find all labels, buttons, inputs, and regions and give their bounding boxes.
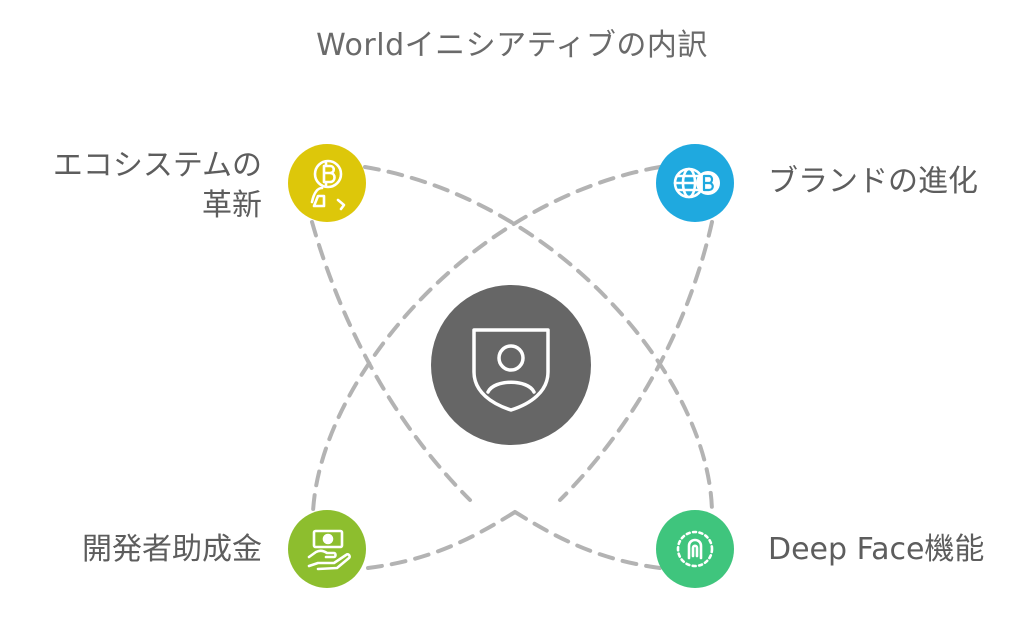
diagram-title: Worldイニシアティブの内訳: [316, 28, 708, 63]
connector-face-to-center: [513, 510, 662, 570]
connector-lines: [310, 165, 714, 570]
connector-brand-to-face: [558, 220, 714, 502]
bitcoin-icon: [696, 171, 720, 195]
label-brand-line-1: ブランドの進化: [768, 164, 978, 199]
node-grant-circle: [288, 510, 366, 588]
label-ecosystem-line-2: 革新: [202, 188, 262, 223]
node-face-circle: [656, 510, 734, 588]
face-scan-icon: [676, 530, 714, 568]
node-ecosystem: [288, 144, 366, 222]
connector-eco-to-face: [363, 165, 714, 514]
bitcoin-person-icon: [310, 159, 346, 211]
label-grant-line-1: 開発者助成金: [82, 532, 262, 567]
node-brand: [656, 144, 734, 222]
label-face-line-1: Deep Face機能: [768, 532, 985, 567]
label-ecosystem: エコシステムの 革新: [53, 146, 262, 226]
center-hub: [431, 285, 591, 445]
connector-grant-to-center: [366, 510, 517, 570]
connector-eco-to-grant: [310, 220, 472, 502]
label-ecosystem-line-1: エコシステムの: [52, 148, 262, 183]
shield-user-icon: [472, 328, 550, 412]
label-brand: ブランドの進化: [768, 162, 978, 202]
money-hand-icon: [307, 529, 351, 571]
node-grant: [288, 510, 366, 588]
center-circle: [431, 285, 591, 445]
label-face: Deep Face機能: [768, 530, 984, 570]
node-face: [656, 510, 734, 588]
connector-brand-to-grant: [311, 165, 662, 514]
label-grant: 開発者助成金: [82, 530, 262, 570]
